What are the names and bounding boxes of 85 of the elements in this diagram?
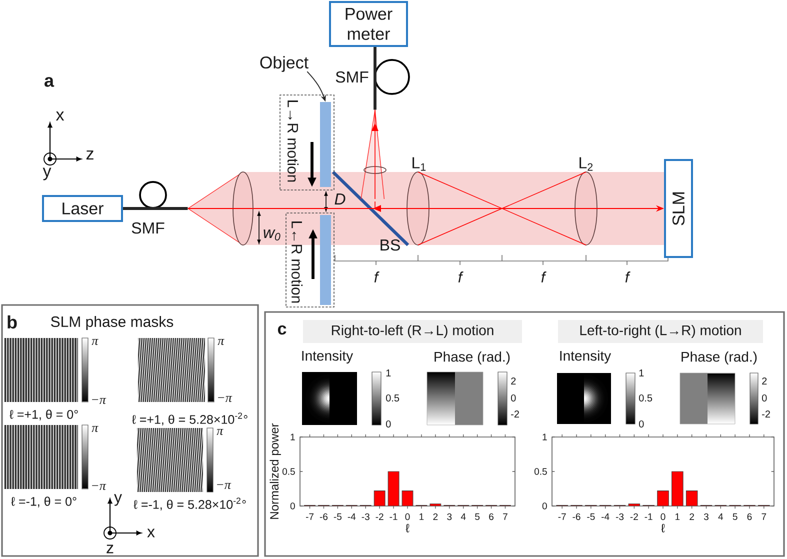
x-tick-label: 3 — [447, 513, 452, 520]
dimension-label: f — [374, 272, 380, 282]
colorbar-tick-label: 0 — [762, 394, 767, 402]
axis-label: z — [86, 150, 94, 160]
dimension-label: f — [458, 272, 464, 282]
x-tick-label: -2 — [376, 513, 384, 520]
colorbar-tick-label: 0 — [639, 420, 644, 428]
x-tick-label: 6 — [747, 513, 752, 520]
mask-caption: ℓ =-1, θ = 0° — [11, 496, 76, 508]
y-tick-label: 0.5 — [282, 468, 295, 475]
colorbar-tick-label: 1 — [386, 370, 391, 376]
x-tick-label: 0 — [660, 513, 666, 520]
colorbar-tick-label: 1 — [639, 370, 644, 376]
x-axis-title: ℓ — [406, 524, 410, 532]
x-tick-label: 1 — [420, 513, 424, 520]
colorbar-label: π — [92, 426, 98, 432]
x-tick-label: 0 — [405, 513, 410, 520]
panel-letter: b — [8, 315, 17, 329]
colorbar-label: π — [218, 338, 224, 346]
axis-label: x — [147, 528, 155, 538]
y-tick-label: 1 — [542, 434, 547, 440]
image-title: Intensity — [560, 350, 612, 364]
x-tick-label: 1 — [676, 513, 680, 520]
dimension-label: D — [334, 194, 346, 204]
x-tick-label: -4 — [348, 513, 356, 520]
component-label: L$_{2}$ — [580, 157, 593, 171]
fiber-label: SMF — [132, 222, 164, 234]
x-tick-label: -4 — [602, 513, 610, 520]
x-tick-label: 7 — [762, 513, 766, 520]
x-tick-label: 5 — [732, 513, 738, 520]
y-tick-label: 0.5 — [534, 468, 547, 475]
dimension-label: f — [625, 272, 630, 282]
panel-letter: c — [278, 325, 286, 335]
x-tick-label: 4 — [718, 513, 724, 520]
colorbar-label: −π — [217, 482, 232, 490]
mask-caption: ℓ =+1, θ = 5.28×10$^{-2}$° — [132, 412, 248, 426]
component-label: L$_{1}$ — [412, 157, 426, 171]
y-tick-label: 1 — [290, 434, 295, 440]
y-tick-label: 0 — [542, 502, 547, 510]
colorbar-tick-label: 0 — [511, 394, 516, 402]
fiber-label: SMF — [336, 71, 368, 83]
x-tick-label: 3 — [704, 513, 708, 520]
panel-letter: a — [44, 77, 54, 87]
x-tick-label: 5 — [475, 513, 480, 520]
x-tick-label: -2 — [630, 513, 638, 520]
colorbar-label: −π — [218, 396, 232, 402]
colorbar-tick-label: -2 — [762, 410, 770, 418]
panel-title: SLM phase masks — [51, 316, 174, 330]
x-tick-label: -5 — [334, 513, 342, 520]
colorbar-tick-label: 2 — [762, 378, 767, 384]
x-tick-label: 2 — [433, 513, 438, 520]
axis-label: z — [106, 544, 114, 554]
mask-caption: ℓ =-1, θ = 5.28×10$^{-2}$° — [134, 498, 246, 510]
axis-label: x — [56, 112, 64, 120]
colorbar-tick-label: 2 — [511, 378, 516, 384]
dimension-label: w$_{0}$ — [264, 230, 280, 240]
mask-caption: ℓ =+1, θ = 0° — [10, 410, 78, 420]
dimension-label: f — [541, 272, 546, 282]
x-tick-label: -7 — [306, 513, 314, 520]
x-tick-label: 7 — [503, 513, 508, 520]
x-tick-label: -5 — [587, 513, 595, 520]
x-tick-label: 4 — [460, 513, 466, 520]
x-axis-title: ℓ — [661, 524, 665, 532]
x-tick-label: -6 — [572, 513, 580, 520]
component-label: BS — [380, 239, 400, 251]
x-tick-label: -7 — [558, 513, 566, 520]
x-tick-label: 2 — [690, 513, 694, 520]
y-tick-label: 0 — [290, 502, 295, 510]
x-tick-label: -1 — [390, 513, 398, 520]
colorbar-tick-label: 0 — [386, 420, 391, 428]
y-axis-title: Normalized power — [270, 423, 281, 519]
colorbar-label: π — [92, 338, 98, 346]
colorbar-tick-label: -2 — [511, 410, 519, 418]
x-tick-label: 6 — [489, 513, 494, 520]
colorbar-tick-label: 0.5 — [386, 394, 400, 402]
axis-label: y — [114, 494, 122, 506]
colorbar-label: π — [216, 428, 224, 436]
x-tick-label: -3 — [616, 513, 624, 520]
colorbar-label: −π — [92, 398, 106, 404]
colorbar-tick-label: 0.5 — [639, 394, 652, 402]
colorbar-label: −π — [92, 484, 106, 490]
x-tick-label: -3 — [362, 513, 370, 520]
x-tick-label: -6 — [320, 513, 328, 520]
x-tick-label: -1 — [644, 513, 652, 520]
axis-label: y — [42, 168, 52, 180]
